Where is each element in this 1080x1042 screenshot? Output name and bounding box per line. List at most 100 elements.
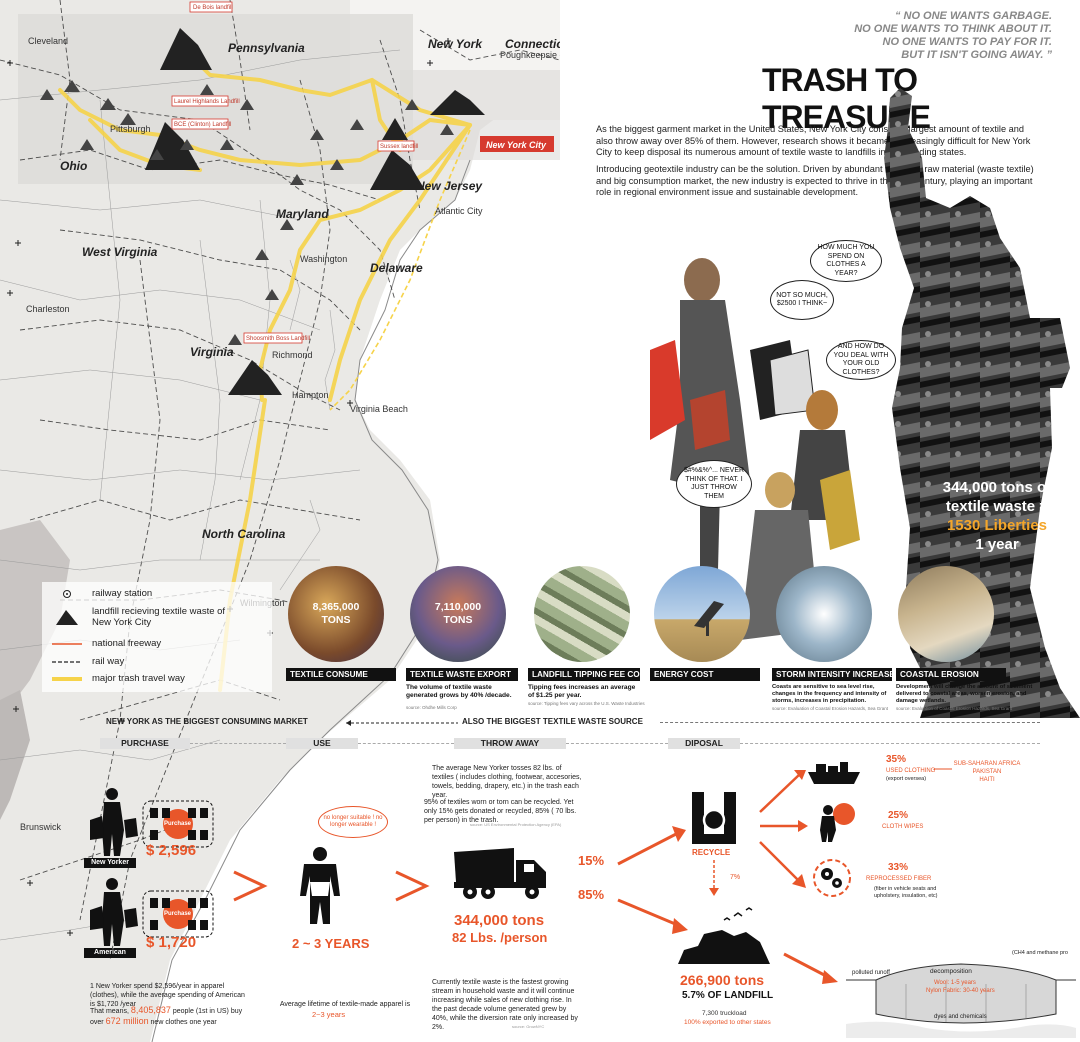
impact-source-waste-export: source: Ohdhe Mills Corp <box>406 705 457 710</box>
freeway-line-icon <box>50 642 84 646</box>
purchase-note-3: over 672 million new clothes one year <box>90 1017 260 1027</box>
quote-line: “ NO ONE WANTS GARBAGE. <box>894 10 1052 22</box>
impact-circle-tipping-fee <box>534 566 630 662</box>
split-arrows-icon <box>617 826 688 934</box>
pct-recycled: 15% <box>578 853 605 868</box>
stage-use: USE <box>286 738 358 749</box>
flow-heading-left: NEW YORK AS THE BIGGEST CONSUMING MARKET <box>106 717 308 726</box>
landfill-tag-bce: BCE (Clinton) Landfill <box>174 122 231 128</box>
city-label-richmond: Richmond <box>272 350 313 360</box>
impact-circle-energy <box>654 566 750 662</box>
landfill-icon <box>50 608 84 626</box>
ny-clothes-icon <box>142 800 214 848</box>
speech-bubble-4: $#%&%^... NEVER THINK OF THAT. I JUST TH… <box>676 460 752 508</box>
impact-source-erosion: source: Evaluation of Coastal Erosion Ha… <box>896 706 1013 711</box>
state-label-west-virginia: West Virginia <box>82 245 158 259</box>
map-canvas: Pennsylvania New York Ohio Maryland West… <box>0 0 560 1042</box>
use-note: Average lifetime of textile-made apparel… <box>279 1001 411 1008</box>
r3-pct: 33% <box>888 862 909 873</box>
stage-throw-away: THROW AWAY <box>454 738 566 749</box>
city-label-atlantic-city: Atlantic City <box>435 206 483 216</box>
state-label-new-jersey: New Jersey <box>416 179 483 193</box>
r1-destination: HAITI <box>979 777 995 783</box>
legend-row-railway-station: railway station <box>50 588 152 599</box>
legend-label-landfill: landfill recieving textile waste of New … <box>92 606 226 628</box>
map: Pennsylvania New York Ohio Maryland West… <box>0 0 560 1042</box>
state-label-new-york: New York <box>428 37 483 51</box>
impact-label-erosion: COASTAL EROSION <box>896 668 1006 681</box>
section-wool: Wool: 1-5 years <box>934 980 976 986</box>
arrow-to-section-icon <box>783 952 838 984</box>
purchase-note-2: That means, 8,405,837 people (1st in US)… <box>90 1006 260 1016</box>
use-note-value: 2~3 years <box>312 1010 346 1019</box>
landfill-exported: 100% exported to other states <box>684 1019 771 1026</box>
purchase-note-2-a: That means, <box>90 1008 131 1015</box>
nyc-marker <box>480 136 554 152</box>
impact-circle-textile-consume: 8,365,000 TONS <box>288 566 384 662</box>
r2-pct: 25% <box>888 810 909 821</box>
r1-label: USED CLOTHING <box>886 768 936 774</box>
american-label: American <box>84 948 136 958</box>
impact-label-tipping-fee: LANDFILL TIPPING FEE COST <box>528 668 650 681</box>
impact-label-storm: STORM INTENSITY INCREASE <box>772 668 895 681</box>
r2-label: CLOTH WIPES <box>882 824 924 830</box>
landfill-pct: 5.7% OF LANDFILL <box>682 990 774 1001</box>
throw-note-mid: 95% of textiles worn or torn can be recy… <box>424 799 577 824</box>
legend-label-trash-way: major trash travel way <box>92 673 185 684</box>
throw-source-1: source: US Environmental Protection Agen… <box>470 822 562 827</box>
purchase-note-2-b: 8,405,837 <box>130 1005 171 1015</box>
statue-stat: 344,000 tons of textile waste = 1530 Lib… <box>912 478 1080 554</box>
american-clothes-icon <box>142 890 214 938</box>
recycle-branch-arrows-icon <box>759 770 808 888</box>
stage-connector <box>190 743 286 744</box>
impact-desc-erosion: Development will change the amount of se… <box>896 684 1033 704</box>
state-label-connecticut: Connecticut <box>505 37 560 51</box>
section-dyes: dyes and chemicals <box>934 1014 987 1020</box>
state-label-pennsylvania: Pennsylvania <box>228 41 305 55</box>
legend-label-railway-station: railway station <box>92 588 153 599</box>
throw-note-bottom: Currently textile waste is the fastest g… <box>432 979 578 1031</box>
new-yorker-shopper-icon <box>90 788 138 856</box>
section-nylon: Nylon Fabric: 30-40 years <box>926 988 995 994</box>
legend-row-landfill: landfill recieving textile waste of New … <box>50 606 250 628</box>
impact-circle-text: 7,110,000 TONS <box>410 566 506 662</box>
arrow-use-to-throw-icon <box>395 870 430 902</box>
legend-label-freeway: national freeway <box>92 638 162 649</box>
r3-label: REPROCESSED FIBER <box>866 876 932 882</box>
recycle-label: RECYCLE <box>692 848 731 857</box>
city-label-cleveland: Cleveland <box>28 36 68 46</box>
pct-landfilled: 85% <box>578 887 605 902</box>
quote-line: BUT IT ISN'T GOING AWAY. ” <box>901 49 1052 61</box>
new-yorker-label: New Yorker <box>84 858 136 868</box>
throw-source-2: source: GrowNYC <box>512 1024 545 1029</box>
r1-pct: 35% <box>886 754 907 765</box>
speech-bubble-3: AND HOW DO YOU DEAL WITH YOUR OLD CLOTHE… <box>826 340 896 380</box>
landfill-cloud-icon <box>678 907 770 964</box>
pct-recycle-to-landfill: 7% <box>730 874 741 881</box>
landfill-tag-de-bois: De Bois landfill <box>193 5 233 11</box>
legend-label-railway: rail way <box>92 656 125 667</box>
arrow-purchase-to-use-icon <box>233 870 268 902</box>
impact-desc-tipping-fee: Tipping fees increases an average of $1.… <box>528 684 636 700</box>
use-speech-bubble: no longer suitable ! no longer wearable … <box>318 806 388 838</box>
speech-bubble-1: HOW MUCH YOU SPEND ON CLOTHES A YEAR? <box>810 240 882 282</box>
impact-source-storm: source: Evaluation of Coastal Erosion Ha… <box>772 706 889 711</box>
purchase-note-3-c: new clothes one year <box>148 1019 217 1026</box>
statue-stat-line: textile waste = <box>945 498 1049 515</box>
city-label-virginia-beach: Virginia Beach <box>350 404 408 414</box>
use-years: 2 ~ 3 YEARS <box>292 936 370 951</box>
impact-unit: TONS <box>321 614 351 626</box>
state-label-ohio: Ohio <box>60 159 87 173</box>
r1-sub: (export oversea) <box>886 776 927 782</box>
stage-connector <box>566 743 668 744</box>
purchase-note-1: 1 New Yorker spend $2,596/year in appare… <box>90 983 245 1008</box>
quote-line: NO ONE WANTS TO PAY FOR IT. <box>882 36 1053 48</box>
legend-row-railway: rail way <box>50 656 124 667</box>
landfill-tag-sussex: Sussex landfill <box>380 144 418 150</box>
state-label-maryland: Maryland <box>276 207 329 221</box>
person-wearing-icon <box>300 847 340 924</box>
flow-heading-divider <box>660 722 1040 723</box>
impact-circle-text: 8,365,000 TONS <box>288 566 384 662</box>
impact-circle-storm <box>776 566 872 662</box>
recycle-bin-icon <box>692 792 736 844</box>
